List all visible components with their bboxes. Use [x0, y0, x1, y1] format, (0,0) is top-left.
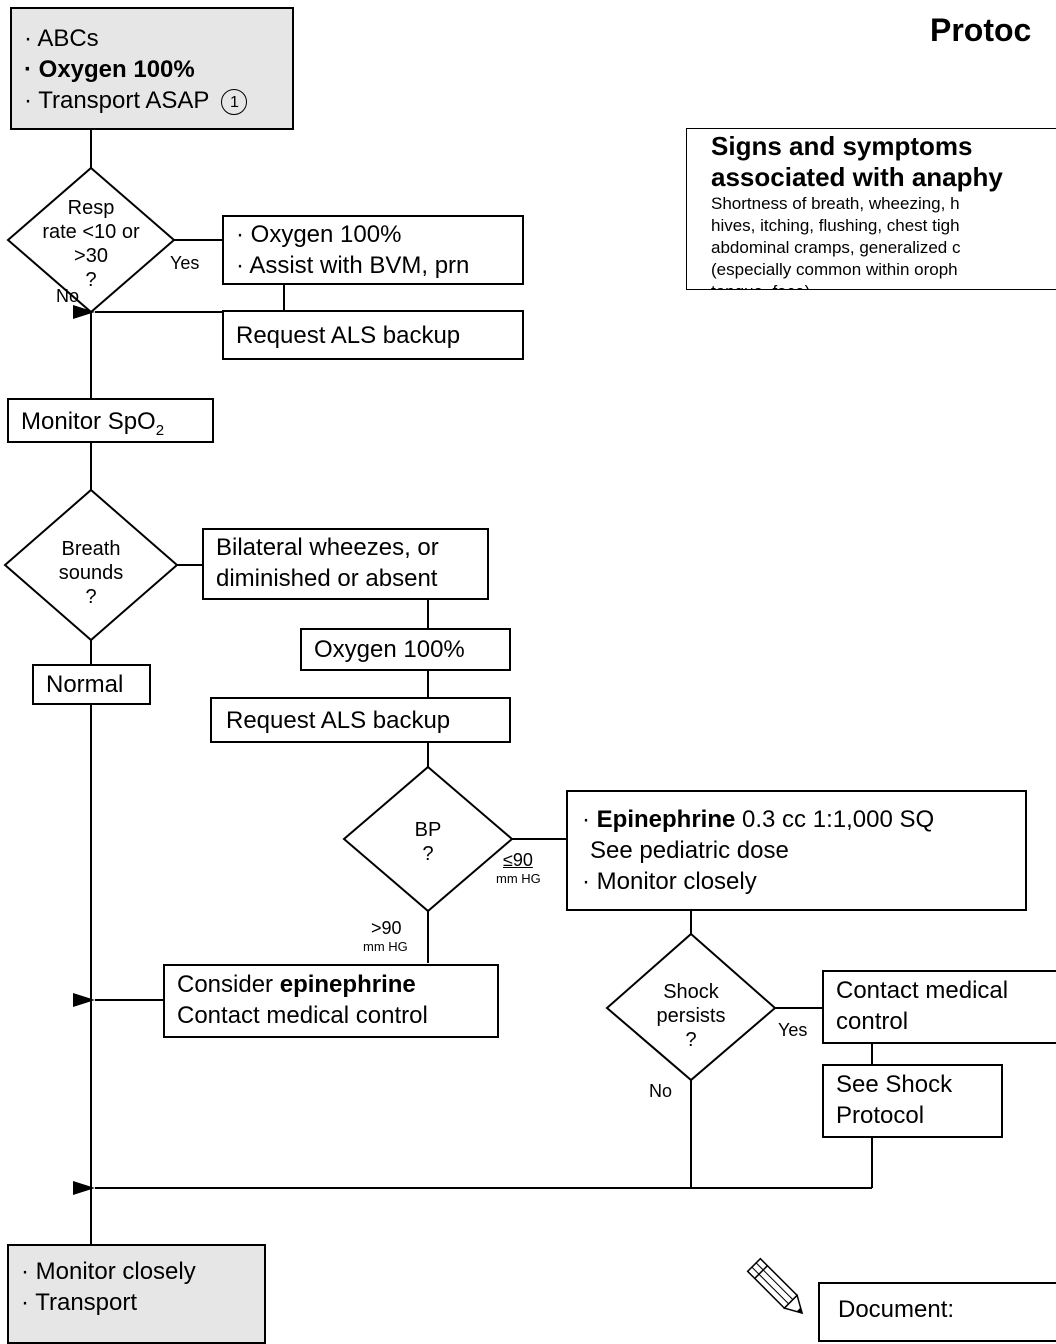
start-abcs-text: · ABCs	[24, 25, 99, 52]
consider-prefix: Consider	[177, 971, 280, 998]
consider-epinephrine-box: Consider epinephrine Contact medical con…	[163, 964, 499, 1038]
contact-line: control	[836, 1008, 909, 1035]
request-als-box-1: Request ALS backup	[222, 310, 524, 360]
decision-shock-line: ?	[685, 1029, 697, 1051]
shock-yes-label: Yes	[778, 1020, 808, 1040]
epinephrine-box: · Epinephrine 0.3 cc 1:1,000 SQ See pedi…	[566, 790, 1027, 911]
resp-no-label: No	[56, 286, 80, 306]
monitor-spo2-subscript: 2	[155, 421, 165, 439]
bp-low-label: ≤90	[503, 850, 533, 870]
decision-breath-text: Breath sounds ?	[31, 537, 151, 609]
decision-breath-line: sounds	[58, 562, 124, 584]
decision-shock-line: persists	[656, 1005, 726, 1027]
contact-line: Contact medical	[836, 977, 1009, 1004]
epinephrine-pediatric: See pediatric dose	[590, 837, 789, 864]
signs-heading-line1: Signs and symptoms	[711, 131, 973, 161]
bp-high-label: >90	[371, 918, 402, 938]
decision-bp-line: ?	[422, 843, 434, 865]
epinephrine-dose: 0.3 cc 1:1,000 SQ	[735, 806, 935, 833]
decision-bp-line: BP	[414, 819, 442, 841]
shock-protocol-box: See Shock Protocol	[822, 1064, 1003, 1138]
contact-medical-box: Contact medical control	[822, 970, 1056, 1044]
epinephrine-monitor: · Monitor closely	[582, 868, 757, 895]
decision-resp-diamond	[6, 166, 176, 314]
document-box: Document:	[818, 1282, 1056, 1342]
note-number-badge: 1	[221, 88, 248, 115]
decision-shock-diamond	[605, 932, 777, 1082]
start-oxygen-text: · Oxygen 100%	[24, 56, 195, 83]
decision-breath-line: ?	[85, 586, 97, 608]
oxygen-bvm-box: · Oxygen 100% · Assist with BVM, prn	[222, 215, 524, 285]
decision-resp-text: Resp rate <10 or >30 ?	[31, 196, 151, 292]
start-transport-row: · Transport ASAP 1	[24, 85, 280, 116]
consider-line1: Consider epinephrine	[177, 969, 485, 1000]
decision-shock-text: Shock persists ?	[631, 980, 751, 1052]
resp-yes-label: Yes	[170, 253, 200, 273]
start-transport-text: · Transport ASAP	[24, 87, 210, 114]
wheezes-line: Bilateral wheezes, or	[216, 534, 439, 561]
decision-resp-line: >30	[74, 245, 108, 267]
oxygen-box-2: Oxygen 100%	[300, 628, 511, 671]
decision-resp-line: rate <10 or	[42, 221, 140, 243]
normal-box: Normal	[32, 664, 151, 705]
decision-resp-line: Resp	[67, 197, 115, 219]
wheezes-box: Bilateral wheezes, or diminished or abse…	[202, 528, 489, 600]
epinephrine-bullet: ·	[582, 806, 597, 833]
consider-line2: Contact medical control	[177, 1002, 428, 1029]
signs-symptoms-box: Signs and symptoms associated with anaph…	[686, 128, 1056, 290]
monitor-spo2-box: Monitor SpO2	[7, 398, 214, 443]
oxygen-bvm-line: · Oxygen 100%	[236, 221, 402, 248]
document-label: Document:	[838, 1296, 955, 1323]
consider-drug: epinephrine	[279, 971, 416, 998]
pencil-icon	[746, 1257, 804, 1315]
signs-text-line: abdominal cramps, generalized c	[711, 238, 961, 257]
decision-breath-diamond	[3, 488, 179, 642]
shock-protocol-line: See Shock	[836, 1071, 953, 1098]
page-title: Protoc	[930, 12, 1032, 48]
signs-text-line: Shortness of breath, wheezing, h	[711, 194, 960, 213]
start-terminal-box: · ABCs · Oxygen 100% · Transport ASAP 1	[10, 7, 294, 130]
epinephrine-line1: · Epinephrine 0.3 cc 1:1,000 SQ	[582, 804, 1011, 835]
decision-bp-diamond	[342, 765, 514, 913]
decision-shock-line: Shock	[663, 981, 719, 1003]
bp-high-units: mm HG	[363, 939, 408, 954]
shock-no-label: No	[649, 1081, 673, 1101]
oxygen-bvm-line: · Assist with BVM, prn	[236, 252, 470, 279]
wheezes-line: diminished or absent	[216, 565, 438, 592]
signs-heading-line2: associated with anaphy	[711, 162, 1003, 192]
signs-text-line: (especially common within oroph	[711, 260, 958, 279]
bp-low-units: mm HG	[496, 871, 541, 886]
decision-breath-line: Breath	[61, 538, 121, 560]
shock-protocol-line: Protocol	[836, 1102, 925, 1129]
decision-bp-text: BP ?	[368, 818, 488, 866]
end-terminal-box: · Monitor closely · Transport	[7, 1244, 266, 1344]
end-transport-text: · Transport	[21, 1289, 138, 1316]
decision-resp-line: ?	[85, 269, 97, 291]
request-als-box-2: Request ALS backup	[210, 697, 511, 743]
signs-text-line: hives, itching, flushing, chest tigh	[711, 216, 960, 235]
signs-text-line: tongue, face)	[711, 281, 1056, 289]
monitor-spo2-text: Monitor SpO	[21, 408, 156, 435]
epinephrine-drug: Epinephrine	[596, 806, 736, 833]
end-monitor-text: · Monitor closely	[21, 1258, 196, 1285]
